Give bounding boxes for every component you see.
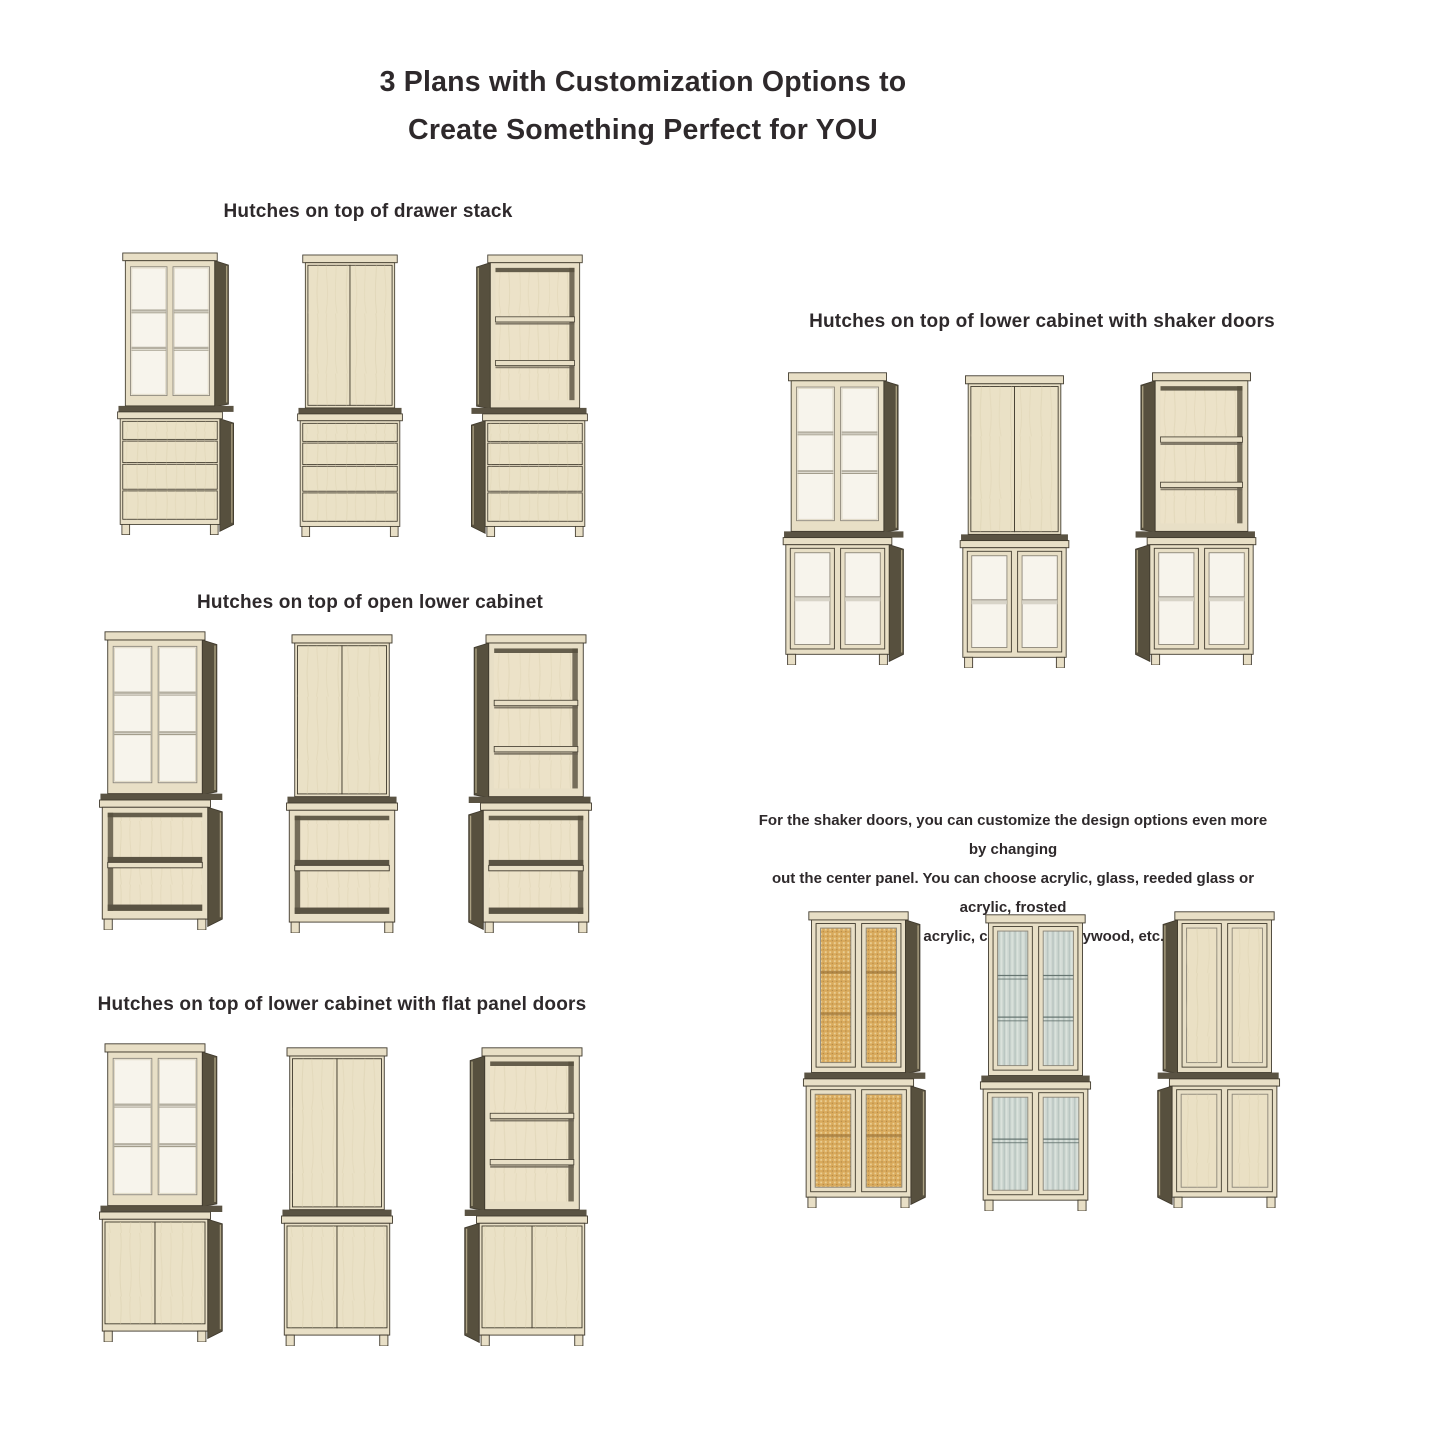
paragraph-line-2: out the center panel. You can choose acr… bbox=[771, 870, 1255, 916]
page-title-line-2: Create Something Perfect for YOU bbox=[408, 114, 878, 146]
page-title: 3 Plans with Customization Options to Cr… bbox=[343, 58, 943, 154]
section-heading-shaker-lower: Hutches on top of lower cabinet with sha… bbox=[809, 311, 1275, 332]
panel-options-paragraph: For the shaker doors, you can customize … bbox=[758, 806, 1268, 951]
section-heading-flat-panel-lower: Hutches on top of lower cabinet with fla… bbox=[97, 994, 587, 1015]
cabinet-illustration-open-hutch-flatdoor-base bbox=[461, 1046, 603, 1346]
paragraph-line-3: glass or acrylic, cane, metal, plywood, … bbox=[861, 928, 1165, 945]
cabinet-illustration-open-hutch-shaker-base bbox=[1132, 371, 1271, 665]
section-heading-open-lower: Hutches on top of open lower cabinet bbox=[196, 592, 544, 613]
cabinet-illustration-open-hutch-open-base bbox=[465, 633, 607, 933]
cabinet-illustration-reeded-glass-panels bbox=[965, 913, 1106, 1211]
cabinet-illustration-open-hutch-drawer-base bbox=[468, 253, 602, 537]
section-heading-drawer-stack: Hutches on top of drawer stack bbox=[223, 201, 513, 222]
cabinet-illustration-glass-hutch-flatdoor-base bbox=[84, 1042, 226, 1342]
cabinet-illustration-flat-hutch-open-base bbox=[271, 633, 413, 933]
cabinet-illustration-flat-hutch-shaker-base bbox=[945, 374, 1084, 668]
cabinet-illustration-plywood-panels bbox=[1154, 910, 1295, 1208]
cabinet-illustration-flat-hutch-flatdoor-base bbox=[266, 1046, 408, 1346]
paragraph-line-1: For the shaker doors, you can customize … bbox=[758, 812, 1268, 858]
cabinet-illustration-glass-hutch-shaker-base bbox=[768, 371, 907, 665]
cabinet-illustration-flat-hutch-drawer-base bbox=[283, 253, 417, 537]
cabinet-illustration-glass-hutch-open-base bbox=[84, 630, 226, 930]
page-title-line-1: 3 Plans with Customization Options to bbox=[379, 66, 907, 98]
cabinet-illustration-glass-hutch-drawer-base bbox=[103, 251, 237, 535]
cabinet-illustration-cane-panels bbox=[788, 910, 929, 1208]
